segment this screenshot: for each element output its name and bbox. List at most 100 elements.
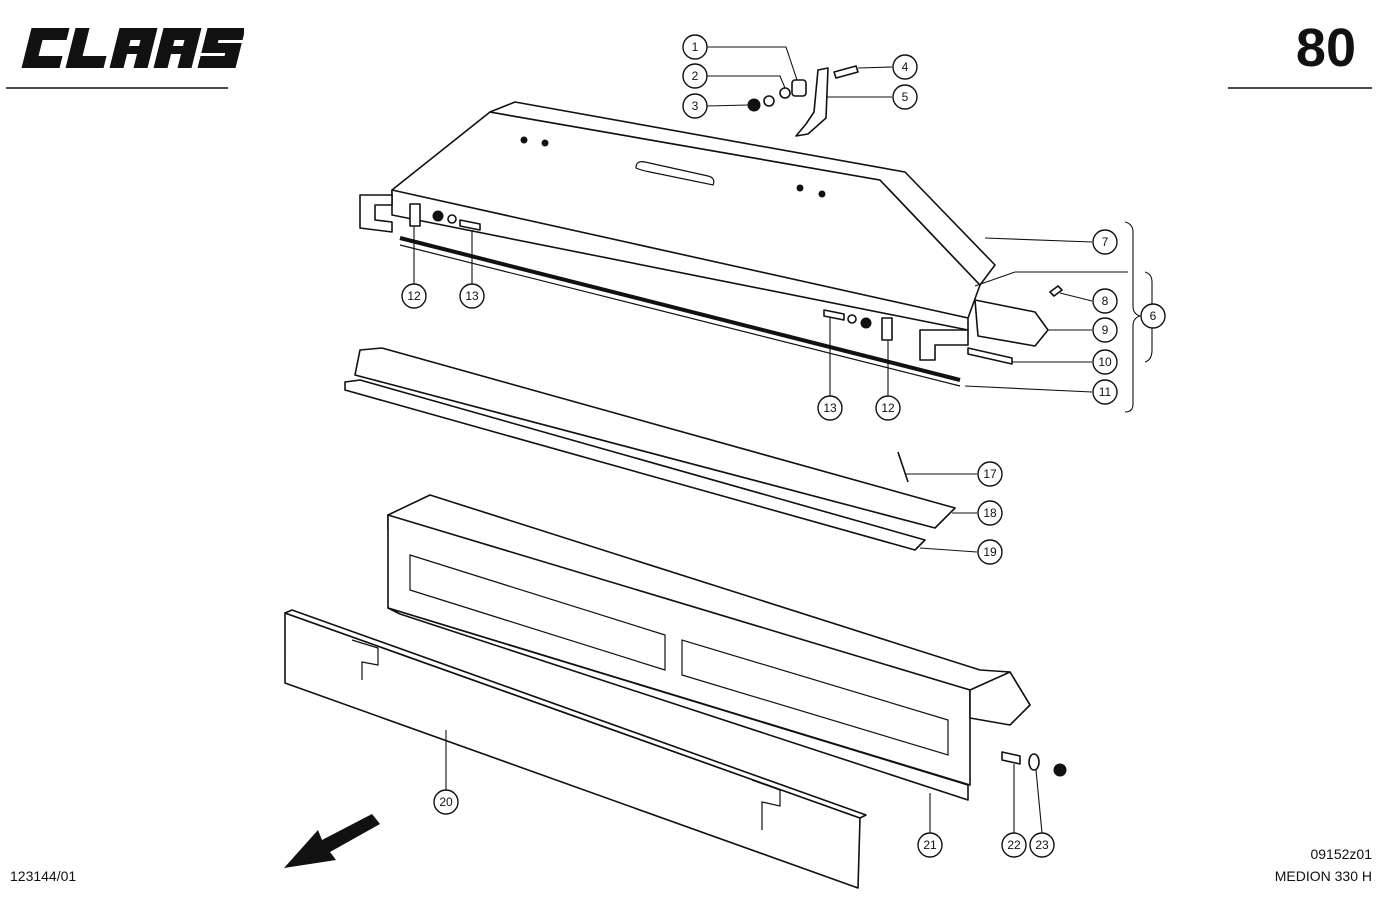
panel-lip bbox=[284, 609, 867, 819]
right-bracket bbox=[919, 329, 969, 361]
frame-end-plate bbox=[969, 671, 1031, 726]
washer-part bbox=[447, 214, 457, 224]
washer-part bbox=[847, 314, 857, 324]
callout-22: 22 bbox=[1001, 832, 1027, 858]
nut-part bbox=[432, 210, 444, 222]
svg-text:13: 13 bbox=[465, 289, 479, 303]
end-strip bbox=[967, 347, 1013, 365]
clip-part bbox=[409, 203, 421, 227]
svg-text:13: 13 bbox=[823, 401, 837, 415]
callout-9: 9 bbox=[1092, 317, 1118, 343]
nut-part bbox=[747, 98, 761, 112]
felt-strip bbox=[354, 347, 956, 529]
cover-hole bbox=[520, 136, 528, 144]
leader-lines bbox=[413, 46, 1128, 834]
claas-logo bbox=[21, 28, 244, 68]
group-brace-outer bbox=[1124, 221, 1142, 413]
svg-text:17: 17 bbox=[983, 467, 997, 481]
washer-part bbox=[1028, 753, 1040, 771]
fastener-17 bbox=[897, 451, 909, 483]
svg-text:10: 10 bbox=[1098, 355, 1112, 369]
direction-arrow bbox=[284, 814, 380, 868]
callout-8: 8 bbox=[1092, 288, 1118, 314]
callout-19: 19 bbox=[977, 539, 1003, 565]
callout-18: 18 bbox=[977, 500, 1003, 526]
frame-hardware bbox=[1001, 751, 1067, 777]
svg-text:20: 20 bbox=[439, 795, 453, 809]
figure-code: 09152z01 bbox=[1310, 846, 1372, 862]
cover-top-rim bbox=[489, 101, 996, 286]
frame-window bbox=[681, 639, 949, 756]
bolt-part bbox=[833, 65, 859, 79]
callout-1: 1 bbox=[682, 34, 708, 60]
svg-text:5: 5 bbox=[902, 90, 909, 104]
lower-frame bbox=[387, 494, 1031, 801]
nut-part bbox=[763, 95, 775, 107]
svg-text:7: 7 bbox=[1102, 235, 1109, 249]
svg-text:21: 21 bbox=[923, 838, 937, 852]
base-strip bbox=[344, 379, 926, 551]
cover-hole bbox=[796, 184, 804, 192]
end-screw bbox=[1049, 285, 1063, 297]
svg-text:11: 11 bbox=[1099, 385, 1112, 399]
bracket-part bbox=[795, 67, 829, 137]
callout-13-right: 13 bbox=[817, 395, 843, 421]
felt-strip-assembly bbox=[344, 347, 956, 551]
side-fasteners bbox=[409, 203, 893, 341]
bolt-part bbox=[459, 219, 481, 231]
svg-text:22: 22 bbox=[1007, 838, 1021, 852]
cover-hole bbox=[541, 139, 549, 147]
frame-bottom-flange bbox=[387, 607, 969, 801]
callout-12-left: 12 bbox=[401, 283, 427, 309]
callout-2: 2 bbox=[682, 63, 708, 89]
callout-23: 23 bbox=[1029, 832, 1055, 858]
callout-5: 5 bbox=[892, 84, 918, 110]
svg-text:6: 6 bbox=[1150, 309, 1157, 323]
svg-text:23: 23 bbox=[1035, 838, 1049, 852]
callout-12-right: 12 bbox=[875, 395, 901, 421]
page-number: 80 bbox=[1295, 18, 1356, 78]
callout-20: 20 bbox=[433, 789, 459, 815]
left-bracket bbox=[359, 194, 393, 233]
panel-clip bbox=[751, 779, 781, 830]
document-number: 123144/01 bbox=[10, 868, 77, 884]
callout-6: 6 bbox=[1140, 303, 1166, 329]
mount-hardware bbox=[747, 65, 859, 137]
svg-text:3: 3 bbox=[692, 99, 699, 113]
model-name: MEDION 330 H bbox=[1274, 868, 1372, 884]
callout-21: 21 bbox=[917, 832, 943, 858]
svg-text:2: 2 bbox=[692, 69, 699, 83]
callout-3: 3 bbox=[682, 93, 708, 119]
end-seal bbox=[974, 299, 1049, 347]
callout-17: 17 bbox=[977, 461, 1003, 487]
bolt-part bbox=[823, 309, 845, 321]
callout-13-left: 13 bbox=[459, 283, 485, 309]
nut-part bbox=[1053, 763, 1067, 777]
cover-handle bbox=[635, 161, 715, 186]
callout-10: 10 bbox=[1092, 349, 1118, 375]
seal-strip-edge bbox=[399, 244, 961, 387]
panel-clip bbox=[351, 639, 379, 680]
svg-text:9: 9 bbox=[1102, 323, 1109, 337]
spacer-part bbox=[791, 79, 807, 97]
end-cap-parts bbox=[967, 285, 1063, 365]
nut-part bbox=[860, 317, 872, 329]
svg-text:4: 4 bbox=[902, 60, 909, 74]
front-panel bbox=[284, 609, 867, 889]
svg-text:1: 1 bbox=[692, 40, 699, 54]
upper-cover-assembly bbox=[359, 101, 996, 387]
callout-4: 4 bbox=[892, 54, 918, 80]
svg-text:12: 12 bbox=[881, 401, 895, 415]
svg-text:12: 12 bbox=[407, 289, 421, 303]
bolt-part bbox=[1001, 751, 1021, 765]
clip-part bbox=[881, 317, 893, 341]
washer-part bbox=[779, 87, 791, 99]
svg-text:8: 8 bbox=[1102, 294, 1109, 308]
svg-text:18: 18 bbox=[983, 506, 997, 520]
seal-strip bbox=[399, 236, 961, 382]
svg-text:19: 19 bbox=[983, 545, 997, 559]
callout-7: 7 bbox=[1092, 229, 1118, 255]
frame-window bbox=[409, 554, 666, 671]
callout-11: 11 bbox=[1092, 379, 1118, 405]
